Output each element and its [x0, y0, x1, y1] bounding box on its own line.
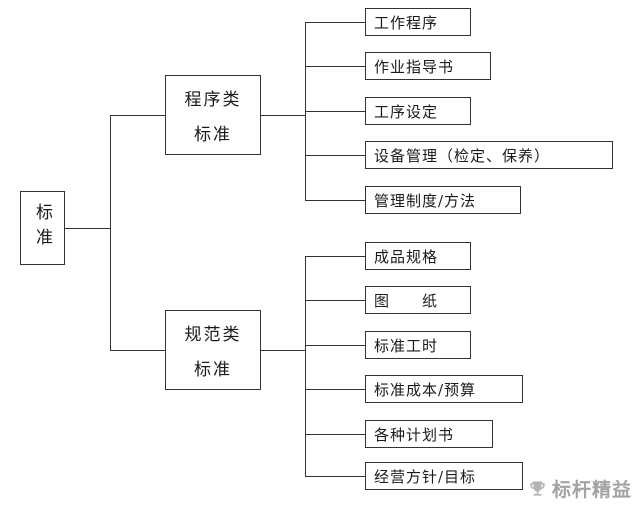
- node-label: 图 纸: [374, 291, 439, 310]
- trophy-icon: [528, 479, 547, 498]
- connector-spine-to-management-system: [305, 200, 365, 201]
- watermark-text: 标杆精益: [552, 479, 633, 501]
- node-standard-root: 标准: [20, 191, 65, 265]
- node-label: 工序设定: [374, 102, 439, 121]
- node-label: 标准工时: [374, 336, 439, 355]
- node-standard-cost-budget: 标准成本/预算: [365, 375, 523, 403]
- node-label: 标准: [32, 203, 52, 253]
- connector-spine-to-equipment-management: [305, 155, 365, 156]
- node-business-policy-goals: 经营方针/目标: [365, 462, 523, 490]
- connector-trunk-to-procedure: [110, 115, 165, 116]
- node-label: 标准成本/预算: [374, 380, 477, 399]
- node-standard-work-hours: 标准工时: [365, 331, 471, 359]
- connector-procedure-to-spine: [261, 115, 305, 116]
- node-label-line2: 标准: [194, 124, 232, 145]
- connector-root-to-trunk: [65, 228, 110, 229]
- node-label: 设备管理（检定、保养）: [374, 146, 551, 165]
- node-procedure-standards: 程序类 标准: [165, 75, 261, 155]
- node-label-line1: 规范类: [184, 325, 242, 346]
- connector-spine-to-business-policy-goals: [305, 476, 365, 477]
- node-management-system-methods: 管理制度/方法: [365, 186, 521, 214]
- node-label: 作业指导书: [374, 57, 455, 76]
- connector-spine-to-various-plans: [305, 434, 365, 435]
- connector-spine-to-standard-work-hours: [305, 345, 365, 346]
- node-label-line1: 程序类: [184, 90, 242, 111]
- node-process-setting: 工序设定: [365, 97, 471, 125]
- node-specification-standards: 规范类 标准: [165, 310, 261, 390]
- node-product-specifications: 成品规格: [365, 242, 471, 270]
- watermark: 标杆精益: [528, 475, 632, 502]
- connector-spine-to-work-instructions: [305, 66, 365, 67]
- connector-spine-to-work-procedures: [305, 22, 365, 23]
- node-label-line2: 标准: [194, 359, 232, 380]
- node-work-procedures: 工作程序: [365, 8, 471, 36]
- connector-specification-to-spine: [261, 350, 305, 351]
- connector-spine-to-product-specifications: [305, 256, 365, 257]
- connector-spine-to-drawings: [305, 300, 365, 301]
- node-equipment-management: 设备管理（检定、保养）: [365, 141, 613, 169]
- node-label: 各种计划书: [374, 425, 455, 444]
- node-drawings: 图 纸: [365, 286, 471, 314]
- connector-specification-spine: [305, 256, 306, 477]
- node-label: 成品规格: [374, 247, 439, 266]
- connector-spine-to-process-setting: [305, 111, 365, 112]
- node-label: 经营方针/目标: [374, 467, 477, 486]
- connector-spine-to-standard-cost-budget: [305, 389, 365, 390]
- node-label: 工作程序: [374, 13, 439, 32]
- node-various-plans: 各种计划书: [365, 420, 493, 448]
- connector-trunk-vertical: [110, 115, 111, 351]
- node-label: 管理制度/方法: [374, 191, 477, 210]
- node-work-instructions: 作业指导书: [365, 52, 491, 80]
- connector-trunk-to-specification: [110, 350, 165, 351]
